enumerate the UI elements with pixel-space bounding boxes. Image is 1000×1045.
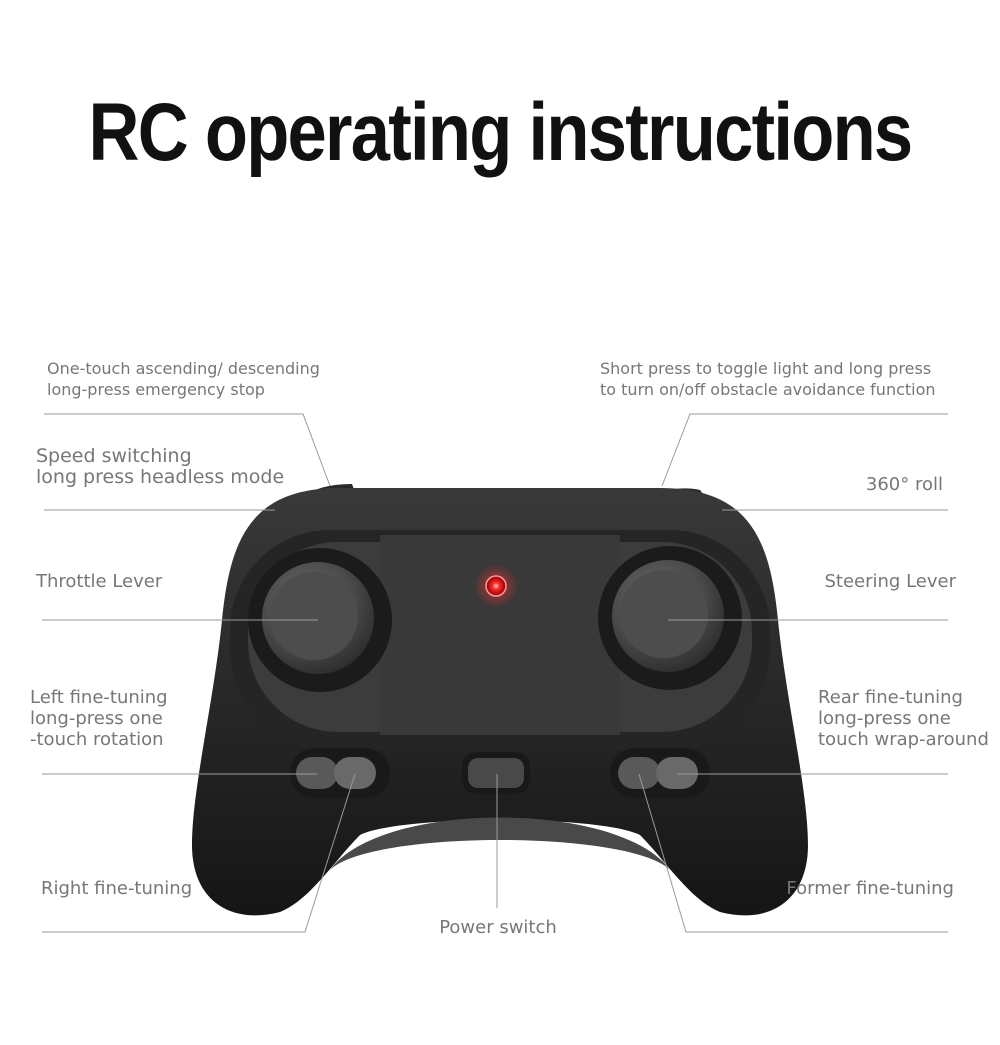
controller <box>192 484 808 916</box>
rear-fine-tuning-button[interactable] <box>656 757 698 789</box>
label-speed-line2: long press headless mode <box>36 466 284 488</box>
label-left-ft-line3: -touch rotation <box>30 729 164 750</box>
label-power: Power switch <box>439 917 557 938</box>
label-roll: 360° roll <box>866 474 943 495</box>
right-fine-tuning-button[interactable] <box>334 757 376 789</box>
label-rear-ft-line3: touch wrap-around <box>818 729 989 750</box>
led-indicator <box>485 575 507 597</box>
label-rear-ft-line2: long-press one <box>818 708 951 729</box>
label-steering: Steering Lever <box>824 571 956 592</box>
leader-lines <box>42 413 948 933</box>
leader-right-ft <box>42 773 356 933</box>
steering-stick-cap <box>620 570 708 658</box>
label-throttle: Throttle Lever <box>35 571 163 592</box>
label-left-ft-line2: long-press one <box>30 708 163 729</box>
label-one-touch-line1: One-touch ascending/ descending <box>47 359 320 378</box>
leader-former-ft <box>638 773 948 933</box>
throttle-stick-cap <box>270 572 358 660</box>
former-fine-tuning-button[interactable] <box>618 757 660 789</box>
label-right-ft: Right fine-tuning <box>41 878 192 899</box>
label-light-line1: Short press to toggle light and long pre… <box>600 359 931 378</box>
label-rear-ft-line1: Rear fine-tuning <box>818 687 963 708</box>
label-speed-line1: Speed switching <box>36 445 192 467</box>
grip-face <box>330 817 670 870</box>
leader-one-touch <box>44 413 331 487</box>
labels: One-touch ascending/ descending long-pre… <box>30 359 989 938</box>
label-light-line2: to turn on/off obstacle avoidance functi… <box>600 380 936 399</box>
leader-light <box>661 413 948 487</box>
label-left-ft-line1: Left fine-tuning <box>30 687 168 708</box>
power-switch[interactable] <box>468 758 524 788</box>
left-fine-tuning-button[interactable] <box>296 757 338 789</box>
label-former-ft: Former fine-tuning <box>786 878 954 899</box>
label-one-touch-line2: long-press emergency stop <box>47 380 265 399</box>
page-title: RC operating instructions <box>88 87 914 178</box>
